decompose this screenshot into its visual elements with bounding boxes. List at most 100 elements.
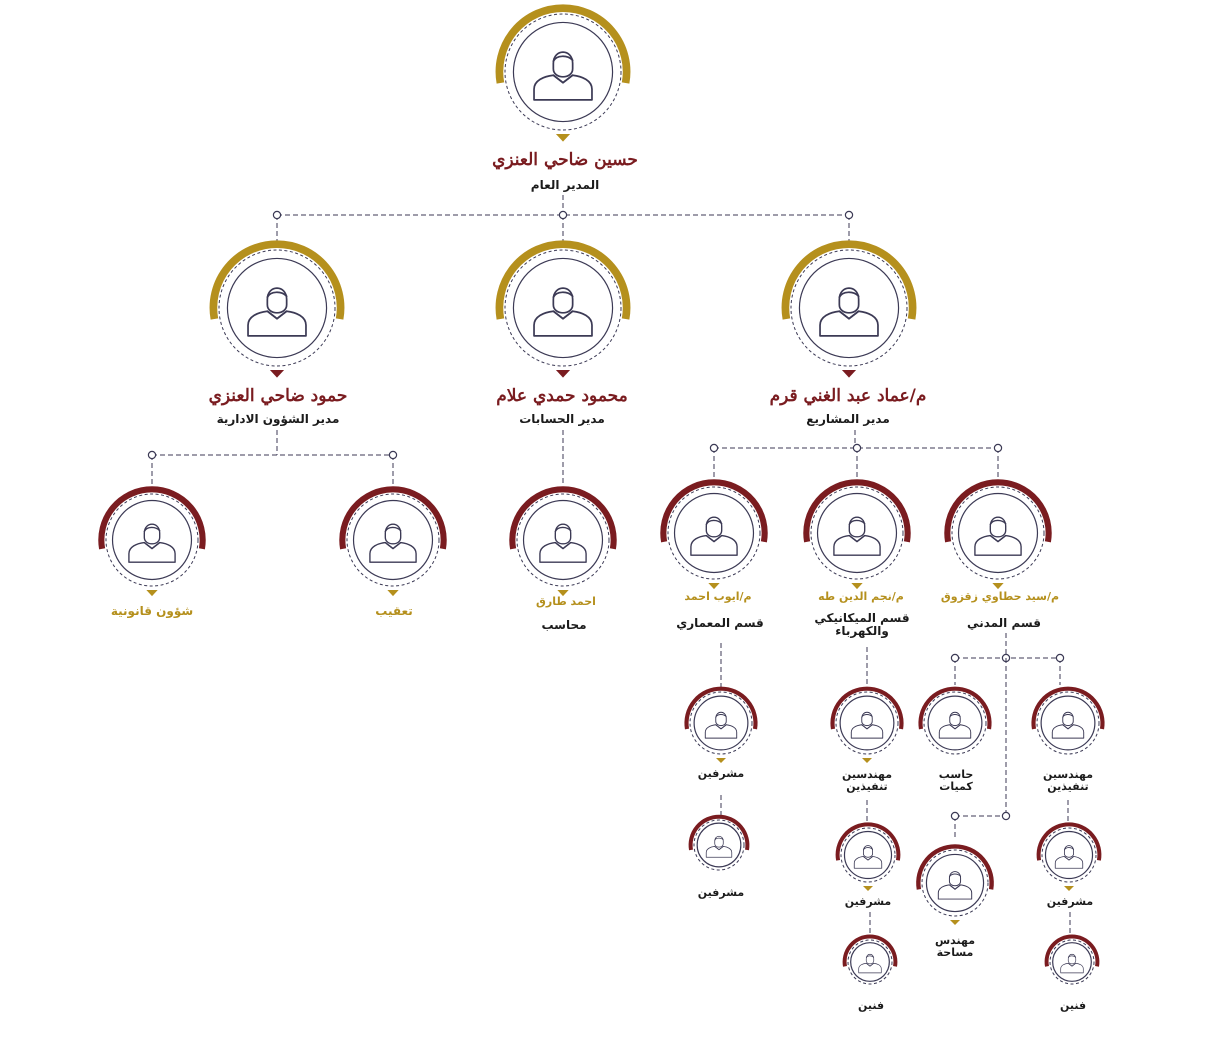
accounts-manager-title: مدير الحسابات bbox=[519, 412, 605, 426]
civil-technicians-node bbox=[1044, 934, 1100, 985]
accounts-manager-node-down-arrow bbox=[555, 370, 571, 378]
accountant-node-inner-ring bbox=[522, 499, 604, 581]
ceo-node-arc bbox=[495, 4, 631, 84]
accounts-manager-node-arc bbox=[495, 240, 631, 320]
mep-technicians-node-inner-ring bbox=[850, 942, 890, 982]
admin-manager-node-down-arrow bbox=[269, 370, 285, 378]
civil-engineers-node-inner-ring bbox=[1040, 695, 1096, 751]
civil-survey-dot-right bbox=[1001, 811, 1011, 821]
legal-affairs-node-down-arrow bbox=[146, 590, 158, 597]
civil-supervisors-node bbox=[1036, 822, 1102, 891]
legal-affairs-node-inner-ring bbox=[111, 499, 193, 581]
arch-supervisors-1-node bbox=[684, 686, 758, 763]
arch-supervisors-2-node-dashed-ring bbox=[693, 819, 745, 871]
civil-survey-label: مهندس مساحة bbox=[934, 934, 976, 959]
mep-head-node-arc bbox=[803, 479, 911, 543]
mep-engineers-node bbox=[830, 686, 904, 763]
arch-supervisors-2-label: مشرفين bbox=[697, 886, 745, 899]
mep-technicians-node-dashed-ring bbox=[847, 939, 893, 985]
admin-manager-node bbox=[209, 240, 345, 378]
mep-engineers-node-inner-ring bbox=[839, 695, 895, 751]
projects-manager-node-inner-ring bbox=[798, 257, 900, 359]
mep-dept-title: قسم الميكانيكي والكهرباء bbox=[814, 611, 910, 638]
ceo-node bbox=[495, 4, 631, 142]
connector-lines bbox=[147, 195, 1071, 935]
civil-dept-title: قسم المدني bbox=[967, 616, 1041, 630]
admin-manager-title: مدير الشؤون الادارية bbox=[216, 412, 340, 426]
projects-manager-node-dashed-ring bbox=[790, 249, 908, 367]
mep-head-node bbox=[803, 479, 911, 590]
ceo-node-dashed-ring bbox=[504, 13, 622, 131]
admin-manager-node-dashed-ring bbox=[218, 249, 336, 367]
arch-supervisors-1-node-inner-ring bbox=[693, 695, 749, 751]
projects-manager-name: م/عماد عبد الغني قرم bbox=[769, 386, 927, 406]
accountant-name: احمد طارق bbox=[536, 595, 596, 608]
accounts-manager-node-dashed-ring bbox=[504, 249, 622, 367]
projects-manager-node bbox=[781, 240, 917, 378]
civil-head-node-down-arrow bbox=[992, 583, 1004, 590]
civil-quantity-node-inner-ring bbox=[927, 695, 983, 751]
projects-dot-left bbox=[709, 443, 719, 453]
civil-survey-dot-left bbox=[950, 811, 960, 821]
arch-supervisors-2-node bbox=[688, 814, 750, 871]
civil-supervisors-node-dashed-ring bbox=[1041, 827, 1097, 883]
followup-node-dashed-ring bbox=[346, 493, 440, 587]
civil-dot-left bbox=[950, 653, 960, 663]
accounts-manager-node-inner-ring bbox=[512, 257, 614, 359]
legal-affairs-node-dashed-ring bbox=[105, 493, 199, 587]
civil-supervisors-node-down-arrow bbox=[1064, 886, 1074, 891]
civil-engineers-node bbox=[1031, 686, 1105, 755]
mep-supervisors-node-inner-ring bbox=[843, 830, 893, 880]
followup-node bbox=[339, 486, 447, 597]
followup-node-down-arrow bbox=[387, 590, 399, 597]
civil-survey-node-down-arrow bbox=[950, 920, 960, 925]
civil-technicians-node-arc bbox=[1044, 934, 1100, 967]
mep-supervisors-node-arc bbox=[835, 822, 901, 861]
architecture-head-node-down-arrow bbox=[708, 583, 720, 590]
accountant-node-arc bbox=[509, 486, 617, 550]
civil-survey-node-arc bbox=[916, 844, 994, 890]
level2-dot-right bbox=[844, 210, 854, 220]
ceo-node-inner-ring bbox=[512, 21, 614, 123]
civil-supervisors-node-arc bbox=[1036, 822, 1102, 861]
accountant-node-dashed-ring bbox=[516, 493, 610, 587]
ceo-node-down-arrow bbox=[555, 134, 571, 142]
accountant-title: محاسب bbox=[541, 618, 587, 632]
node-layer bbox=[98, 4, 1105, 985]
followup-node-inner-ring bbox=[352, 499, 434, 581]
mep-head-name: م/نجم الدين طه bbox=[818, 590, 904, 603]
mep-head-node-down-arrow bbox=[851, 583, 863, 590]
mep-technicians-node-arc bbox=[842, 934, 898, 967]
civil-quantity-node bbox=[918, 686, 992, 755]
arch-supervisors-1-node-arc bbox=[684, 686, 758, 730]
mep-supervisors-node-dashed-ring bbox=[840, 827, 896, 883]
level2-dot-mid bbox=[558, 210, 568, 220]
civil-quantity-label: حاسب كميات bbox=[938, 768, 974, 793]
accountant-node-down-arrow bbox=[557, 590, 569, 597]
mep-engineers-label: مهندسين تنفيذين bbox=[841, 768, 893, 793]
arch-supervisors-1-label: مشرفين bbox=[697, 767, 745, 780]
civil-head-node bbox=[944, 479, 1052, 590]
civil-head-node-arc bbox=[944, 479, 1052, 543]
mep-head-node-dashed-ring bbox=[810, 486, 904, 580]
mep-technicians-label: فنين bbox=[857, 999, 885, 1012]
level2-dot-left bbox=[272, 210, 282, 220]
legal-affairs-node-arc bbox=[98, 486, 206, 550]
arch-supervisors-2-node-inner-ring bbox=[696, 822, 742, 868]
projects-dot-right bbox=[993, 443, 1003, 453]
arch-supervisors-2-node-arc bbox=[688, 814, 750, 851]
architecture-head-node-arc bbox=[660, 479, 768, 543]
mep-technicians-node bbox=[842, 934, 898, 985]
civil-technicians-node-dashed-ring bbox=[1049, 939, 1095, 985]
civil-quantity-node-arc bbox=[918, 686, 992, 730]
mep-head-node-inner-ring bbox=[816, 492, 898, 574]
civil-survey-node-inner-ring bbox=[925, 853, 985, 913]
civil-supervisors-label: مشرفين bbox=[1046, 895, 1094, 908]
civil-head-node-dashed-ring bbox=[951, 486, 1045, 580]
architecture-head-node-inner-ring bbox=[673, 492, 755, 574]
projects-manager-node-down-arrow bbox=[841, 370, 857, 378]
legal-affairs-label: شؤون قانونية bbox=[110, 604, 194, 618]
projects-manager-node-arc bbox=[781, 240, 917, 320]
civil-quantity-node-dashed-ring bbox=[923, 691, 987, 755]
mep-engineers-node-down-arrow bbox=[862, 758, 872, 763]
